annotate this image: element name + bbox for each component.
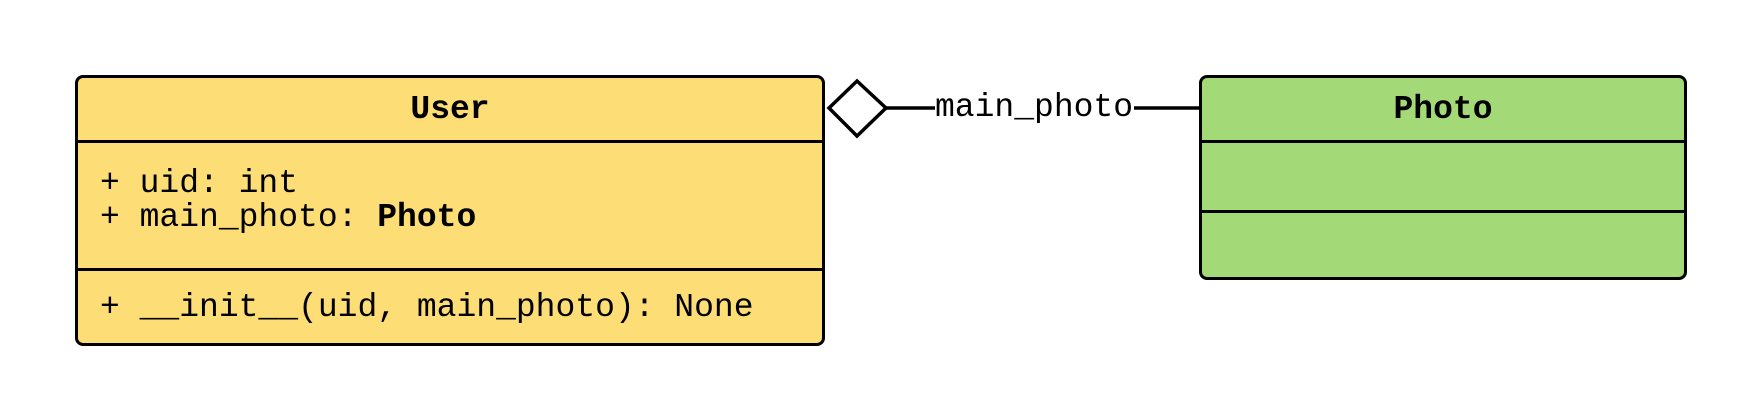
attribute-uid: + uid: int	[100, 167, 298, 200]
class-user[interactable]: User + uid: int + main_photo: Photo + __…	[75, 75, 825, 346]
method-init: + __init__(uid, main_photo): None	[100, 289, 754, 326]
attribute-uid-text: + uid: int	[100, 165, 299, 202]
attribute-main-photo-text: + main_photo:	[100, 199, 378, 236]
attribute-main-photo-type: Photo	[377, 199, 477, 236]
class-user-methods: + __init__(uid, main_photo): None	[78, 268, 822, 343]
class-photo-name: Photo	[1393, 90, 1493, 128]
class-photo-methods	[1202, 210, 1684, 277]
aggregation-diamond-icon	[826, 78, 889, 139]
class-user-name: User	[410, 90, 490, 128]
attribute-main-photo: + main_photo: Photo	[100, 201, 476, 234]
class-user-attributes: + uid: int + main_photo: Photo	[78, 140, 822, 268]
class-photo[interactable]: Photo	[1199, 75, 1687, 280]
class-photo-attributes	[1202, 140, 1684, 210]
association-label: main_photo	[935, 89, 1134, 126]
